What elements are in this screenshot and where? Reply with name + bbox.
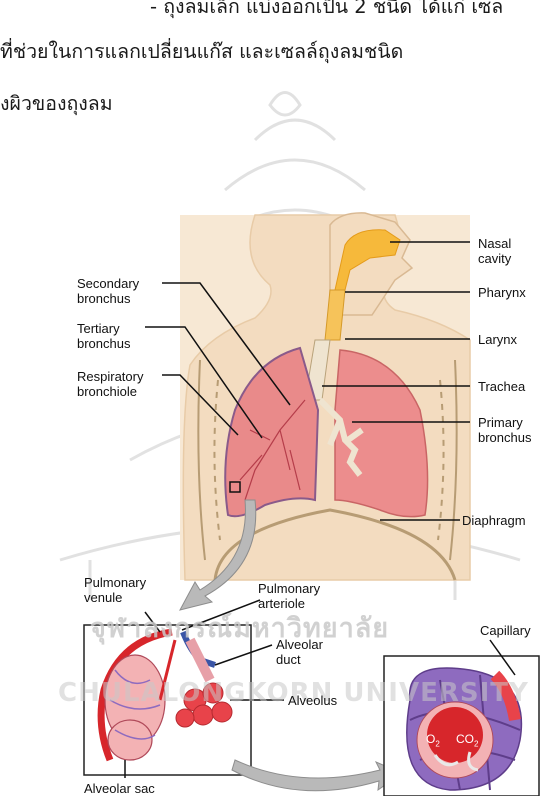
label-larynx: Larynx xyxy=(478,332,517,347)
label-pulmonary-arteriole: Pulmonary arteriole xyxy=(258,581,320,611)
label-tertiary-bronchus: Tertiary bronchus xyxy=(77,321,130,351)
label-pulmonary-venule: Pulmonary venule xyxy=(84,575,146,605)
label-primary-bronchus: Primary bronchus xyxy=(478,415,531,445)
label-alveolar-duct: Alveolar duct xyxy=(276,637,323,667)
label-o2: O2 xyxy=(426,732,440,751)
label-respiratory-bronchiole: Respiratory bronchiole xyxy=(77,369,143,399)
label-pharynx: Pharynx xyxy=(478,285,526,300)
label-diaphragm: Diaphragm xyxy=(462,513,526,528)
watermark-thai: จุฬาลงกรณ์มหาวิทยาลัย xyxy=(90,606,389,649)
label-trachea: Trachea xyxy=(478,379,525,394)
label-co2: CO2 xyxy=(456,732,478,751)
label-nasal-cavity: Nasal cavity xyxy=(478,236,511,266)
label-capillary: Capillary xyxy=(480,623,531,638)
zoom-arrow-2 xyxy=(232,760,402,791)
label-secondary-bronchus: Secondary bronchus xyxy=(77,276,139,306)
label-alveolar-sac: Alveolar sac xyxy=(84,781,155,796)
label-alveolus: Alveolus xyxy=(288,693,337,708)
